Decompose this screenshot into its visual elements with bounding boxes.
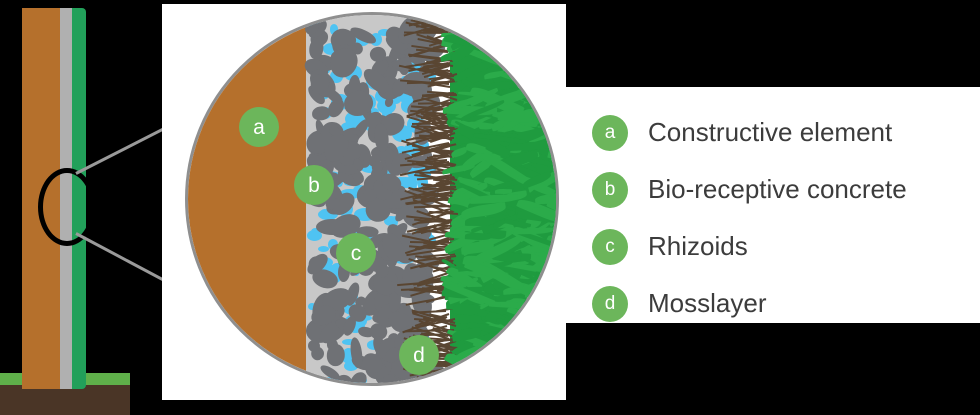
diagram-marker-a[interactable]: a <box>239 107 279 147</box>
concrete-aggregate <box>326 343 346 366</box>
concrete-pore <box>342 338 356 345</box>
moss-frond <box>557 111 559 124</box>
moss-frond <box>557 18 559 34</box>
wall-cross-section <box>0 0 130 415</box>
rhizoid-filament <box>403 383 447 386</box>
concrete-pore <box>340 121 357 132</box>
diagram-marker-b[interactable]: b <box>294 165 334 205</box>
moss-frond <box>557 347 559 384</box>
concrete-pore <box>307 303 316 310</box>
magnified-strata <box>188 15 556 383</box>
concrete-pore <box>318 246 330 252</box>
legend-label-b: Bio-receptive concrete <box>648 174 907 204</box>
legend-item-bio-receptive-concrete[interactable]: b Bio-receptive concrete <box>592 161 907 218</box>
moss-frond <box>558 41 559 56</box>
soil-layer <box>0 385 130 415</box>
legend-item-rhizoids[interactable]: c Rhizoids <box>592 218 907 275</box>
legend-label-a: Constructive element <box>648 117 893 147</box>
concrete-pore <box>384 215 399 226</box>
legend-item-mosslayer[interactable]: d Mosslayer <box>592 275 907 332</box>
callout-ellipse-marker <box>38 168 96 246</box>
legend-list: a Constructive element b Bio-receptive c… <box>592 104 907 332</box>
moss-frond <box>557 373 559 386</box>
concrete-pore <box>322 43 342 56</box>
moss-frond <box>557 175 559 188</box>
concrete-pore <box>317 208 338 220</box>
diagram-marker-d[interactable]: d <box>399 335 439 375</box>
legend-badge-b: b <box>592 171 628 208</box>
moss-frond <box>557 186 559 203</box>
moss-frond <box>558 182 559 200</box>
concrete-pore <box>382 107 393 120</box>
legend-label-d: Mosslayer <box>648 288 767 318</box>
moss-frond <box>545 383 559 386</box>
moss-frond <box>534 336 556 343</box>
moss-frond <box>442 384 467 386</box>
concrete-pore <box>321 377 341 383</box>
concrete-pore <box>329 24 339 35</box>
moss-frond <box>469 384 502 386</box>
moss-frond <box>558 370 559 382</box>
moss-frond <box>558 258 559 291</box>
concrete-pore <box>391 215 399 228</box>
concrete-pore <box>307 229 323 241</box>
rhizoid-filament <box>421 29 450 32</box>
magnified-circle: a b c d <box>185 12 559 386</box>
legend-label-c: Rhizoids <box>648 231 748 261</box>
diagram-marker-c[interactable]: c <box>336 233 376 273</box>
band-constructive-element <box>188 15 306 383</box>
legend-panel: a Constructive element b Bio-receptive c… <box>566 87 980 323</box>
moss-frond <box>557 223 559 253</box>
legend-badge-d: d <box>592 285 628 322</box>
moss-frond <box>558 339 559 364</box>
concrete-pore <box>360 160 381 173</box>
concrete-pore <box>394 176 416 188</box>
legend-badge-c: c <box>592 228 628 265</box>
concrete-pore <box>343 360 358 372</box>
moss-frond <box>555 52 556 64</box>
legend-item-constructive-element[interactable]: a Constructive element <box>592 104 907 161</box>
legend-badge-a: a <box>592 114 628 151</box>
concrete-pore <box>417 174 428 191</box>
moss-frond <box>494 188 512 194</box>
moss-frond <box>557 326 559 364</box>
detail-card: a b c d <box>162 4 566 400</box>
concrete-aggregate <box>315 218 348 235</box>
